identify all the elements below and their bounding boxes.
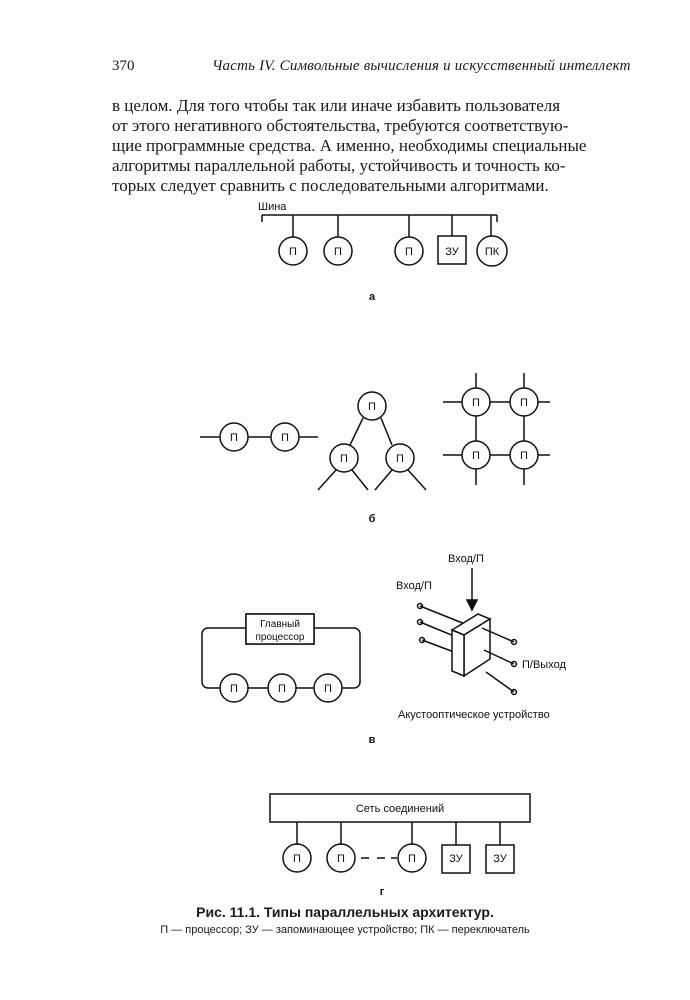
paragraph-line: от этого негативного обстоятельства, тре…: [112, 116, 569, 135]
grid-topology: П П П П: [443, 373, 550, 485]
node-label: ПК: [485, 246, 500, 258]
panel-d-network: Сеть соединений П П П ЗУ ЗУ г: [269, 793, 531, 898]
node-label: П: [281, 432, 289, 444]
processor-node: [219, 422, 249, 452]
input-top-label: Вход/П: [448, 553, 484, 565]
paragraph-line: алгоритмы параллельной работы, устойчиво…: [112, 156, 566, 175]
processor-node: [270, 422, 300, 452]
panel-label: б: [369, 513, 376, 525]
figure-legend: П — процессор; ЗУ — запоминающее устройс…: [160, 924, 530, 936]
memory-node: [485, 844, 515, 874]
node-label: П: [324, 683, 332, 695]
master-processor-ring: Главный процессор П П П: [201, 613, 361, 703]
node-label: П: [472, 450, 480, 462]
input-port: [416, 618, 424, 626]
processor-node: [509, 387, 539, 417]
body-paragraph: в целом. Для того чтобы так или иначе из…: [112, 96, 652, 196]
panel-label: г: [380, 886, 385, 898]
node-label: П: [230, 683, 238, 695]
input-port: [418, 636, 426, 644]
switch-node: [476, 235, 508, 267]
processor-node: [385, 443, 415, 473]
processor-node: [267, 673, 297, 703]
paragraph-line: в целом. Для того чтобы так или иначе из…: [112, 96, 561, 115]
input-left-label: Вход/П: [396, 580, 432, 592]
panel-a-bus-architecture: Шина П П П ЗУ ПК а: [258, 201, 508, 303]
node-label: П: [334, 246, 342, 258]
node-label: П: [289, 246, 297, 258]
main-processor-label: Главный: [260, 619, 300, 630]
processor-node: [326, 843, 356, 873]
panel-label: в: [369, 734, 376, 746]
crystal-front: [451, 628, 465, 678]
acousto-optic-device: Вход/П Вход/П П/Выход Акустооптическое у…: [396, 553, 566, 721]
network-box: [269, 793, 531, 823]
node-label: П: [337, 853, 345, 865]
node-label: П: [293, 853, 301, 865]
memory-node: [441, 844, 471, 874]
node-label: ЗУ: [493, 853, 508, 865]
processor-node: [397, 843, 427, 873]
tree-topology: П П П: [317, 391, 427, 491]
node-label: П: [230, 432, 238, 444]
node-label: ЗУ: [449, 853, 464, 865]
processor-node: [219, 673, 249, 703]
node-label: П: [472, 397, 480, 409]
node-label: П: [340, 453, 348, 465]
device-label: Акустооптическое устройство: [398, 709, 550, 721]
processor-node: [509, 440, 539, 470]
output-port: [510, 638, 518, 646]
arrow-head-icon: [465, 599, 479, 612]
processor-node: [394, 236, 424, 266]
panel-b-topologies: П П П П П П П: [200, 373, 550, 525]
processor-node: [357, 391, 387, 421]
node-label: П: [396, 453, 404, 465]
processor-node: [461, 387, 491, 417]
processor-node: [461, 440, 491, 470]
output-port: [510, 688, 518, 696]
output-label: П/Выход: [522, 659, 566, 671]
paragraph-line: щие программные средства. А именно, необ…: [112, 136, 587, 155]
figure-caption: Рис. 11.1. Типы параллельных архитектур.: [196, 904, 494, 920]
memory-node: [437, 235, 467, 265]
page-number: 370: [112, 58, 135, 74]
running-title: Часть IV. Символьные вычисления и искусс…: [212, 58, 631, 74]
paragraph-line: торых следует сравнить с последовательны…: [112, 176, 549, 195]
processor-node: [278, 236, 308, 266]
panel-label: а: [369, 291, 376, 303]
node-label: П: [405, 246, 413, 258]
node-label: П: [278, 683, 286, 695]
processor-node: [282, 843, 312, 873]
chain-topology: П П: [200, 422, 318, 452]
processor-node: [323, 236, 353, 266]
node-label: П: [368, 401, 376, 413]
bus-label: Шина: [258, 201, 287, 213]
processor-node: [313, 673, 343, 703]
input-port: [416, 602, 424, 610]
node-label: П: [520, 450, 528, 462]
node-label: П: [520, 397, 528, 409]
main-processor-label: процессор: [256, 632, 305, 643]
node-label: П: [408, 853, 416, 865]
output-port: [510, 660, 518, 668]
node-label: ЗУ: [445, 246, 460, 258]
network-label: Сеть соединений: [356, 803, 444, 815]
processor-node: [329, 443, 359, 473]
panel-c-architectures: Главный процессор П П П Вход/П Вход/П: [201, 553, 566, 746]
